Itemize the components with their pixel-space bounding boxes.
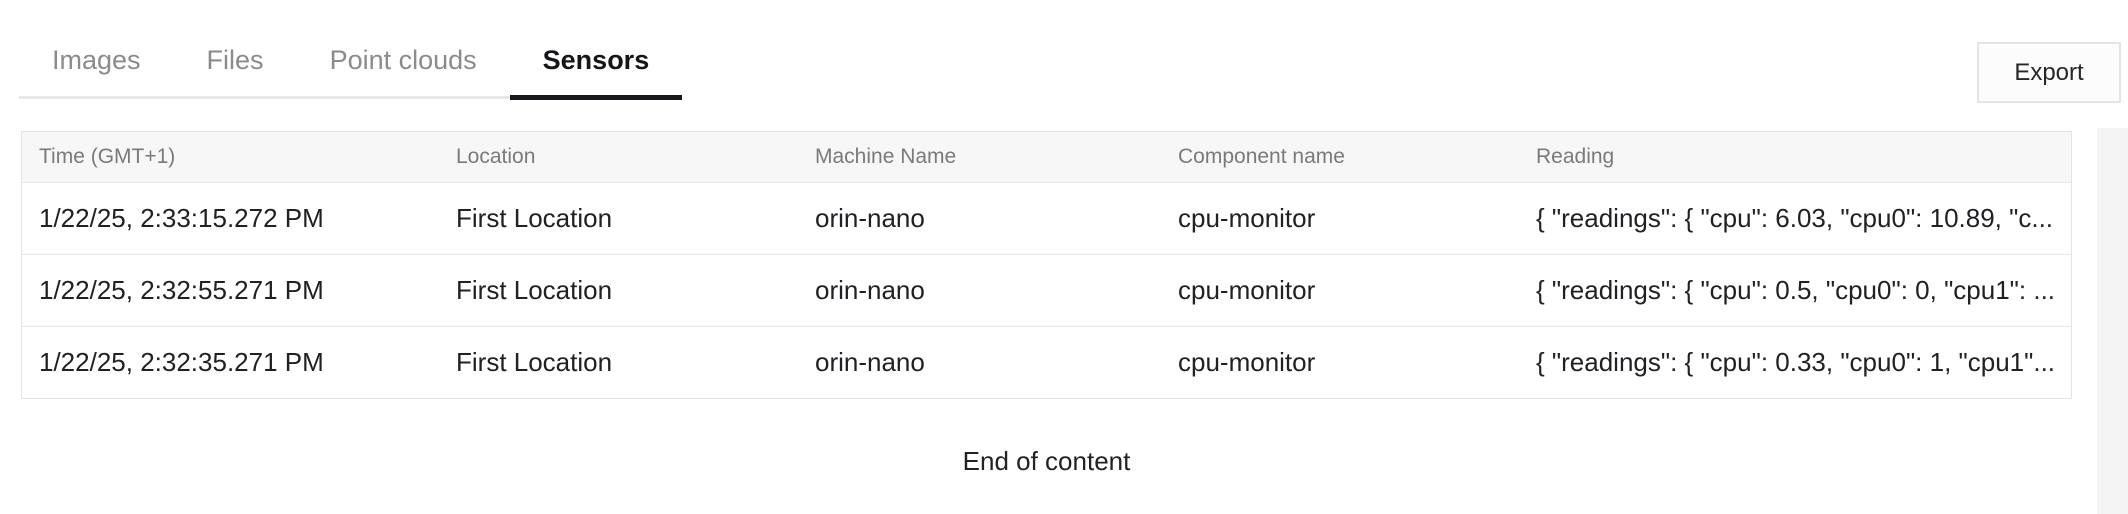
cell-reading: { "readings": { "cpu": 6.03, "cpu0": 10.… bbox=[1536, 203, 2054, 233]
tab-point-clouds[interactable]: Point clouds bbox=[329, 45, 477, 75]
tab-files[interactable]: Files bbox=[206, 45, 264, 75]
tab-sensors[interactable]: Sensors bbox=[509, 28, 683, 100]
column-header-location: Location bbox=[456, 145, 536, 168]
export-button[interactable]: Export bbox=[1977, 42, 2121, 103]
table-row: 1/22/25, 2:32:35.271 PM First Location o… bbox=[22, 326, 2071, 398]
cell-reading: { "readings": { "cpu": 0.5, "cpu0": 0, "… bbox=[1536, 275, 2056, 305]
table-header-row: Time (GMT+1) Location Machine Name Compo… bbox=[22, 132, 2071, 182]
cell-reading: { "readings": { "cpu": 0.33, "cpu0": 1, … bbox=[1536, 347, 2056, 377]
cell-location: First Location bbox=[456, 275, 613, 305]
cell-location: First Location bbox=[456, 203, 613, 233]
cell-machine-name: orin-nano bbox=[815, 203, 925, 233]
column-header-machine-name: Machine Name bbox=[815, 145, 957, 168]
cell-component-name: cpu-monitor bbox=[1178, 347, 1316, 377]
cell-machine-name: orin-nano bbox=[815, 347, 925, 377]
column-header-reading: Reading bbox=[1536, 145, 1615, 168]
table-row: 1/22/25, 2:33:15.272 PM First Location o… bbox=[22, 182, 2071, 254]
sensors-table: Time (GMT+1) Location Machine Name Compo… bbox=[21, 131, 2072, 399]
column-header-component-name: Component name bbox=[1178, 145, 1345, 168]
vertical-scrollbar[interactable] bbox=[2097, 128, 2128, 514]
tab-images[interactable]: Images bbox=[52, 45, 141, 75]
tab-bar: Images Files Point clouds Sensors bbox=[19, 28, 683, 100]
cell-time: 1/22/25, 2:32:35.271 PM bbox=[39, 347, 324, 377]
cell-location: First Location bbox=[456, 347, 613, 377]
table-row: 1/22/25, 2:32:55.271 PM First Location o… bbox=[22, 254, 2071, 326]
cell-time: 1/22/25, 2:32:55.271 PM bbox=[39, 275, 324, 305]
cell-component-name: cpu-monitor bbox=[1178, 275, 1316, 305]
cell-component-name: cpu-monitor bbox=[1178, 203, 1316, 233]
cell-machine-name: orin-nano bbox=[815, 275, 925, 305]
end-of-content-label: End of content bbox=[962, 446, 1131, 476]
column-header-time: Time (GMT+1) bbox=[39, 145, 176, 168]
cell-time: 1/22/25, 2:33:15.272 PM bbox=[39, 203, 324, 233]
